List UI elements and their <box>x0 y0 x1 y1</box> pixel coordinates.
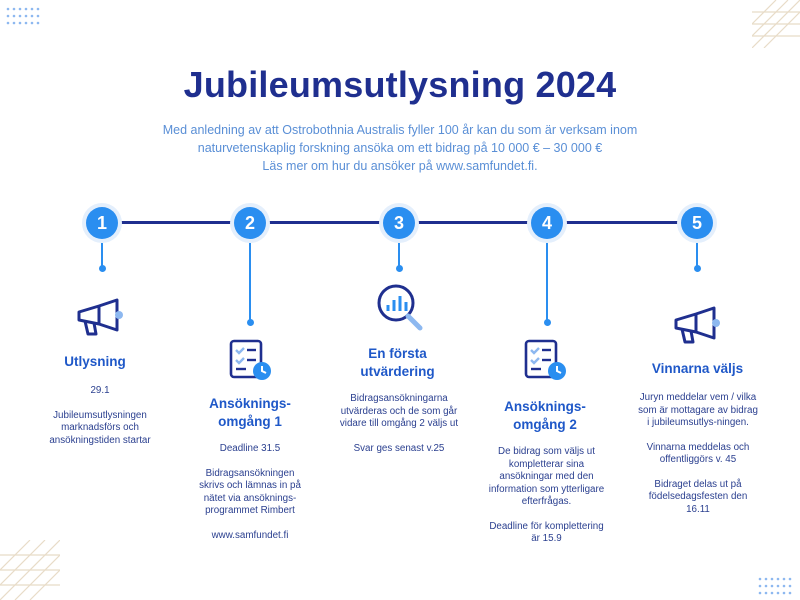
step-text: Bidragsansökningarna utvärderas och de s… <box>339 393 459 429</box>
step-4-number: 4 <box>531 207 563 239</box>
intro-line: naturvetenskaplig forskning ansöka om et… <box>197 141 603 155</box>
step-text: Bidraget delas ut på födelsedagsfesten d… <box>648 478 748 515</box>
step-date: Deadline för komplettering är 15.9 <box>489 520 604 545</box>
step-2-title: Ansöknings-omgång 1 <box>209 396 291 429</box>
step-text: Juryn meddelar vem / vilka som är mottag… <box>638 392 758 428</box>
step-4-description: De bidrag som väljs ut kompletterar sina… <box>484 446 609 558</box>
intro-line: Med anledning av att Ostrobothnia Austra… <box>162 123 638 137</box>
connector-dot <box>98 265 106 272</box>
step-date: Svar ges senast v.25 <box>353 442 445 454</box>
step-date: Deadline 31.5 <box>219 443 281 454</box>
step-1-number: 1 <box>86 207 118 239</box>
step-2-number: 2 <box>234 207 266 239</box>
step-date: Vinnarna meddelas och offentliggörs v. 4… <box>646 441 750 466</box>
step-1-description: 29.1 Jubileumsutlysningen marknadsförs o… <box>40 385 160 459</box>
line-grid-decoration <box>0 540 60 600</box>
connector-dot <box>395 265 403 272</box>
step-2-description: Deadline 31.5 Bidragsansökningen skrivs … <box>195 443 305 554</box>
connector-line <box>249 243 251 321</box>
step-1-title: Utlysning <box>64 354 126 369</box>
checklist-clock-icon <box>524 339 566 380</box>
website-link[interactable]: www.samfundet.fi <box>211 529 289 541</box>
step-3-number: 3 <box>383 207 415 239</box>
connector-line <box>101 243 103 268</box>
step-date: 29.1 <box>90 385 110 396</box>
megaphone-icon <box>674 306 720 344</box>
step-3-description: Bidragsansökningarna utvärderas och de s… <box>335 393 463 467</box>
connector-line <box>696 243 698 268</box>
connector-dot <box>693 265 701 272</box>
step-text: Bidragsansökningen skrivs och lämnas in … <box>199 467 301 517</box>
connector-dot <box>543 319 551 326</box>
step-text: Jubileumsutlysningen marknadsförs och an… <box>49 409 151 446</box>
line-grid-decoration <box>752 0 800 48</box>
intro-text: Med anledning av att Ostrobothnia Austra… <box>120 121 680 175</box>
connector-line <box>398 243 400 268</box>
intro-line: Läs mer om hur du ansöker på www.samfund… <box>262 159 538 173</box>
step-4-title: Ansöknings-omgång 2 <box>504 399 586 432</box>
connector-line <box>546 243 548 321</box>
magnifier-chart-icon <box>377 284 423 331</box>
step-5-number: 5 <box>681 207 713 239</box>
dot-grid-decoration <box>758 577 792 595</box>
step-5-title: Vinnarna väljs <box>651 361 744 376</box>
connector-dot <box>246 319 254 326</box>
page-title: Jubileumsutlysning 2024 <box>183 64 617 105</box>
dot-grid-decoration <box>6 7 40 25</box>
step-5-description: Juryn meddelar vem / vilka som är mottag… <box>636 392 760 528</box>
megaphone-icon <box>77 298 123 336</box>
step-text: De bidrag som väljs ut kompletterar sina… <box>488 446 605 507</box>
checklist-clock-icon <box>229 339 271 380</box>
